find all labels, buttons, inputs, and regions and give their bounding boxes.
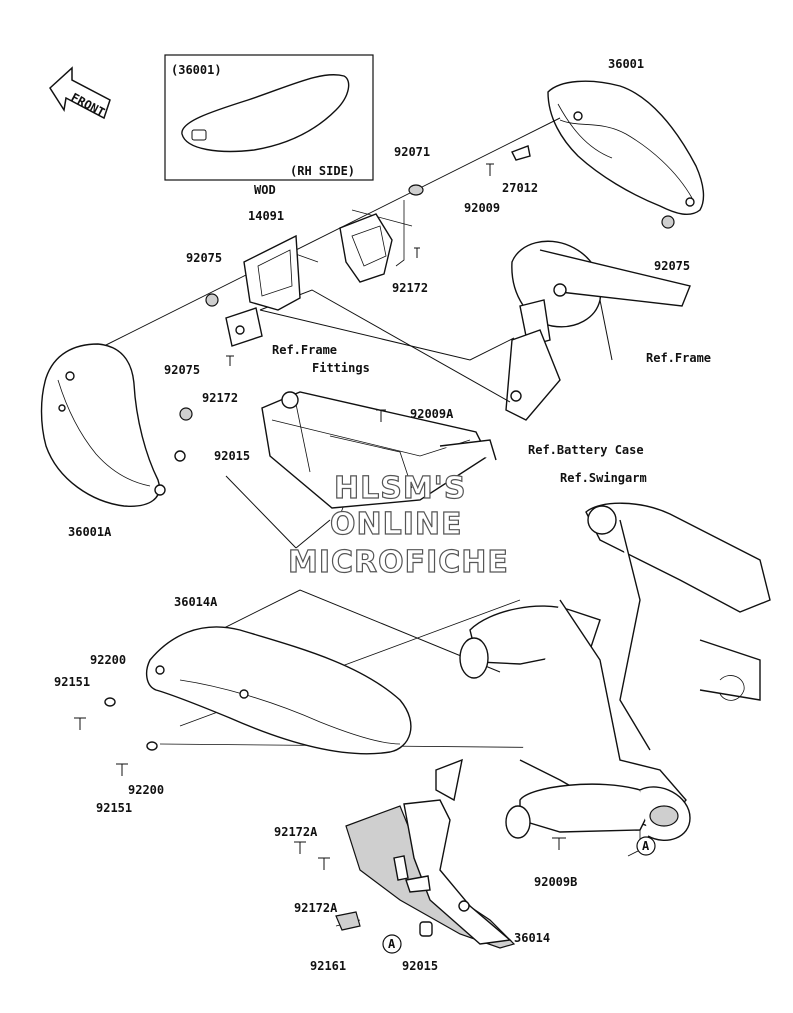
label-36001a: 36001A — [68, 525, 112, 539]
bolt-92172 — [414, 247, 420, 258]
fasteners — [74, 145, 675, 937]
label-ref-swingarm: Ref.Swingarm — [560, 471, 647, 485]
bolt-92009a — [376, 409, 386, 422]
label-92200-bottom: 92200 — [128, 783, 164, 797]
callout-a-right-label: A — [642, 839, 650, 853]
label-92172a-bottom: 92172A — [294, 901, 338, 915]
callout-a-right: A — [636, 836, 656, 856]
label-ref-frame-fittings-2: Fittings — [312, 361, 370, 375]
label-92172a-top: 92172A — [274, 825, 318, 839]
callout-a-bottom: A — [382, 934, 402, 954]
label-14091: 14091 — [248, 209, 284, 223]
clip-27012 — [511, 145, 531, 161]
label-92071: 92071 — [394, 145, 430, 159]
chain-cover-upper — [145, 626, 412, 755]
grommet-92071 — [408, 184, 424, 196]
inset-part-label: (36001) — [171, 63, 222, 77]
bolt-92172b — [226, 355, 234, 366]
watermark-line-3: MICROFICHE — [288, 545, 509, 580]
pad-92161 — [335, 911, 361, 931]
washer-92200b — [146, 741, 158, 751]
label-ref-frame-fittings-1: Ref.Frame — [272, 343, 337, 357]
inset-box: (36001) (RH SIDE) — [164, 54, 374, 181]
bracket-cluster — [339, 213, 393, 283]
watermark-line-1: HLSM'S — [334, 471, 466, 506]
label-92172: 92172 — [392, 281, 428, 295]
side-cover-rh — [547, 80, 705, 216]
bolt-92172a2 — [318, 857, 330, 870]
label-92009b: 92009B — [534, 875, 577, 889]
label-92151-bottom: 92151 — [96, 801, 132, 815]
label-ref-frame: Ref.Frame — [646, 351, 711, 365]
label-27012: 27012 — [502, 181, 538, 195]
washer-92200a — [104, 697, 116, 707]
grommet-92075c — [179, 407, 193, 421]
battery-case — [261, 391, 497, 509]
label-92075-left: 92075 — [186, 251, 222, 265]
swingarm — [459, 502, 771, 841]
inset-code-label: WOD — [254, 183, 276, 197]
watermark: HLSM'S ONLINE MICROFICHE — [287, 470, 509, 580]
label-92075-right: 92075 — [654, 259, 690, 273]
front-arrow: FRONT — [49, 66, 111, 120]
bolt-92151a — [74, 717, 86, 730]
label-36001: 36001 — [608, 57, 644, 71]
label-36014: 36014 — [514, 931, 550, 945]
label-92009: 92009 — [464, 201, 500, 215]
bolt-92009b — [552, 837, 566, 850]
collar-92015b — [419, 921, 433, 937]
callout-a-bottom-label: A — [388, 937, 396, 951]
label-92161: 92161 — [310, 959, 346, 973]
grommet-92075b — [661, 215, 675, 229]
bolt-92151b — [116, 763, 128, 776]
chain-cover-lower — [345, 758, 516, 949]
label-ref-battery-case: Ref.Battery Case — [528, 443, 644, 457]
label-92015-top: 92015 — [214, 449, 250, 463]
label-36014a: 36014A — [174, 595, 218, 609]
grommet-92075a — [205, 293, 219, 307]
watermark-line-2: ONLINE — [330, 507, 463, 542]
label-92172b: 92172 — [202, 391, 238, 405]
bolt-92009 — [486, 163, 494, 176]
label-92075-mid: 92075 — [164, 363, 200, 377]
label-92009a: 92009A — [410, 407, 454, 421]
label-92151-top: 92151 — [54, 675, 90, 689]
bolt-92172a1 — [294, 841, 306, 854]
inset-side-label: (RH SIDE) — [290, 164, 355, 178]
label-92200-top: 92200 — [90, 653, 126, 667]
bracket-14091 — [225, 234, 301, 347]
frame-bracket — [505, 240, 691, 421]
label-92015-bottom: 92015 — [402, 959, 438, 973]
side-cover-lh — [40, 343, 166, 507]
collar-92015a — [174, 450, 186, 462]
